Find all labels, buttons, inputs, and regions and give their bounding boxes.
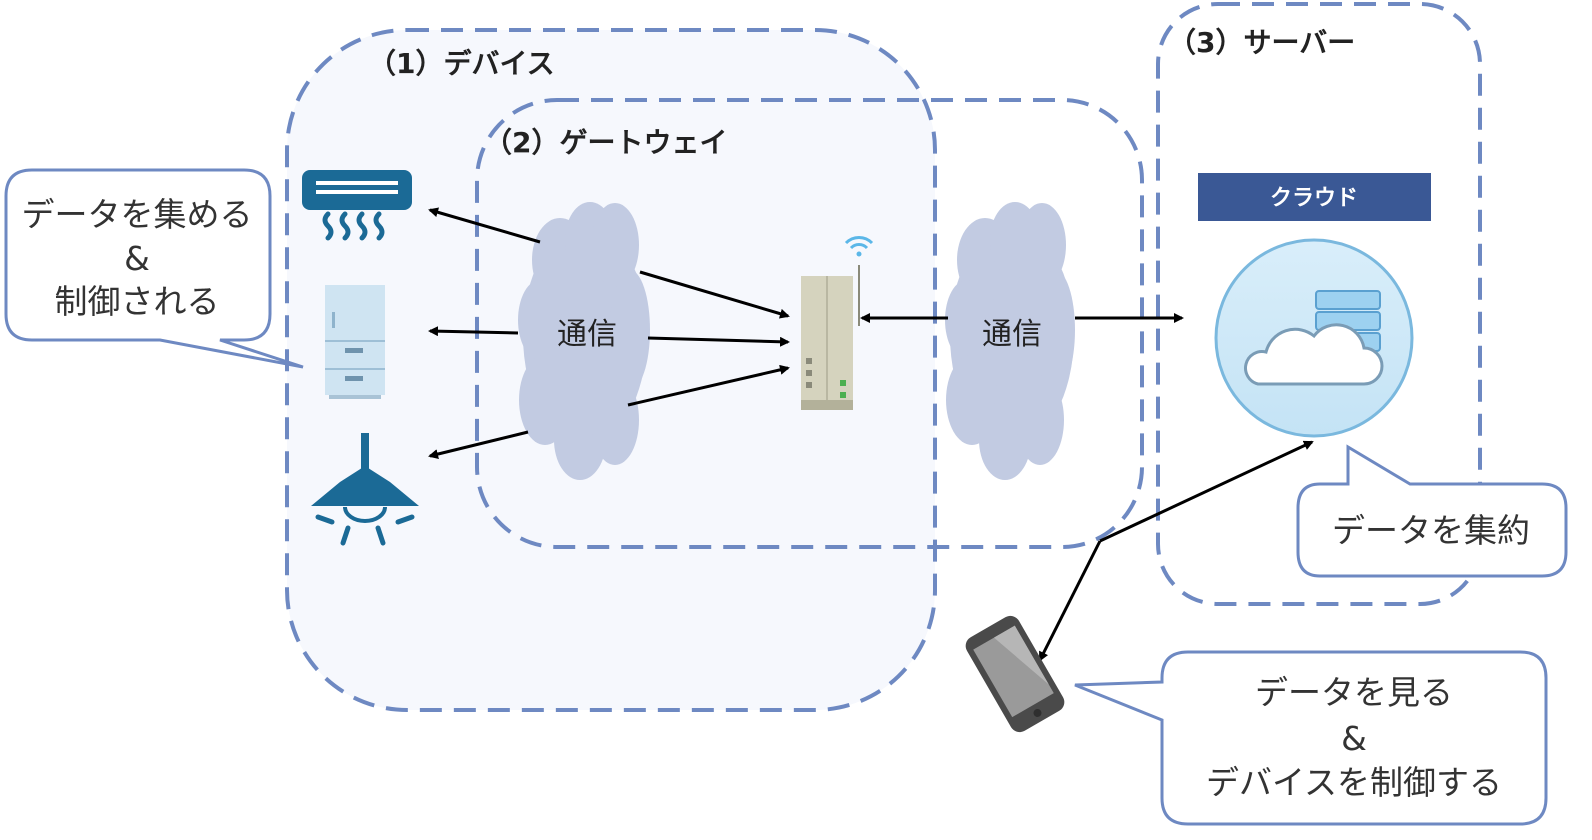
- arrow-refrigerator-to-router: [647, 336, 790, 347]
- ceiling-lamp-icon: [311, 433, 419, 546]
- server-region: （3）サーバー: [1156, 2, 1482, 606]
- network-cloud-left: [518, 202, 650, 480]
- device-callout-line2: &: [124, 239, 150, 278]
- device-callout: データを集める & 制御される: [4, 168, 304, 369]
- cloud-server-icon: [1214, 238, 1414, 438]
- cloud-badge: クラウド: [1198, 173, 1431, 221]
- network-cloud-right: [945, 202, 1075, 480]
- phone-callout-line3: デバイスを制御する: [1206, 763, 1502, 802]
- gateway-region: （2）ゲートウェイ: [475, 98, 1144, 549]
- cloud-badge-label: クラウド: [1270, 186, 1358, 211]
- arrow-to-air-conditioner: [428, 207, 541, 244]
- phone-callout-line2: &: [1341, 719, 1367, 758]
- arrow-to-refrigerator: [428, 326, 519, 337]
- network-label-right: 通信: [982, 317, 1042, 352]
- cloud-callout-text: データを集約: [1332, 511, 1530, 550]
- arrow-cloud-to-phone: [1038, 540, 1102, 662]
- arrow-air-conditioner-to-router: [639, 270, 790, 319]
- refrigerator-icon: [325, 285, 385, 399]
- gateway-region-label: （2）ゲートウェイ: [484, 126, 727, 159]
- arrow-to-lamp: [428, 430, 529, 459]
- arrow-lamp-to-router: [627, 364, 790, 407]
- smartphone-icon: [965, 615, 1065, 733]
- device-callout-line3: 制御される: [55, 282, 220, 321]
- server-region-label: （3）サーバー: [1168, 26, 1355, 59]
- device-region-label: （1）デバイス: [368, 47, 555, 80]
- air-conditioner-icon: [302, 170, 412, 241]
- device-callout-line1: データを集める: [22, 195, 253, 234]
- router-icon: [801, 236, 874, 410]
- connection-arrows: [428, 207, 1314, 662]
- phone-callout-line1: データを見る: [1255, 673, 1453, 712]
- arrow-phone-to-cloud: [1099, 440, 1314, 543]
- network-label-left: 通信: [557, 317, 617, 352]
- cloud-callout: データを集約: [1296, 444, 1568, 578]
- phone-callout: データを見る & デバイスを制御する: [1074, 650, 1548, 826]
